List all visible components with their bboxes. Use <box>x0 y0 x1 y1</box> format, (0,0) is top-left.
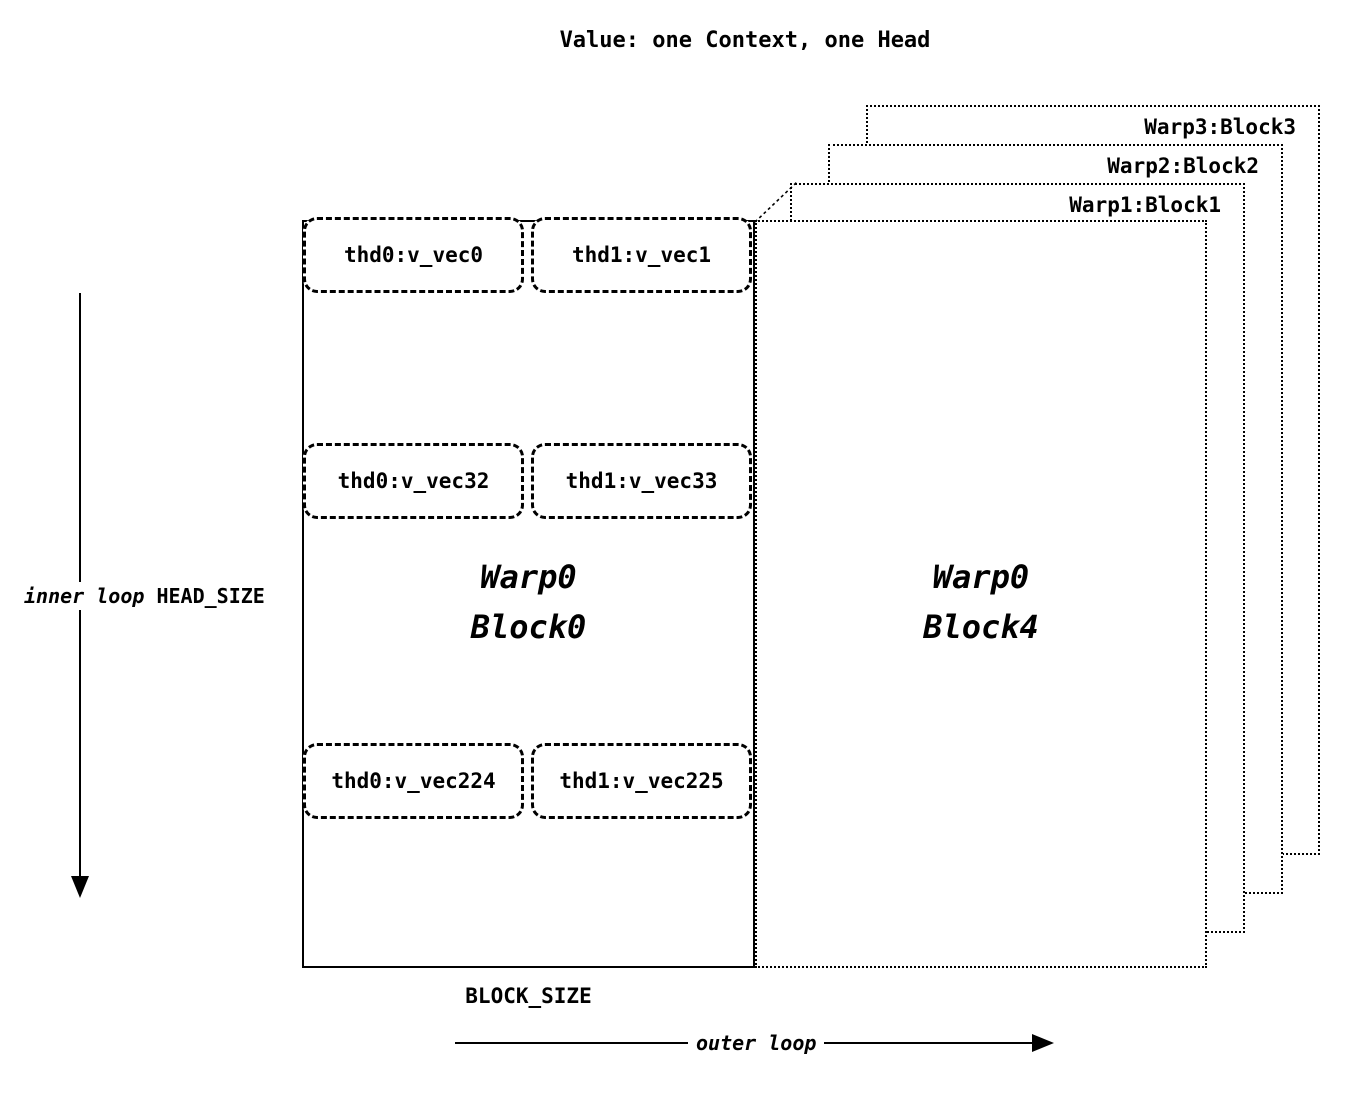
vec-cell-thd1-v-vec225: thd1:v_vec225 <box>531 743 752 819</box>
warp2-block2-label: Warp2:Block2 <box>1107 154 1259 178</box>
inner-loop-arrowhead-icon <box>71 876 89 898</box>
warp0-block0-label-line2: Block0 <box>470 608 587 646</box>
vec-cell-thd0-v-vec224: thd0:v_vec224 <box>303 743 524 819</box>
vec-cell-thd1-v-vec33: thd1:v_vec33 <box>531 443 752 519</box>
warp0-block4-box: Warp0 Block4 <box>755 220 1207 968</box>
warp1-block1-label: Warp1:Block1 <box>1069 193 1221 217</box>
warp0-block0-box: Warp0 Block0 <box>302 220 755 968</box>
stack-diagonal-connector <box>754 181 798 223</box>
outer-loop-label: outer loop <box>688 1031 825 1055</box>
inner-loop-head-size-label: inner loop HEAD_SIZE <box>20 582 269 610</box>
block-size-label: BLOCK_SIZE <box>465 984 592 1008</box>
head-size-text: HEAD_SIZE <box>156 584 265 608</box>
warp0-block4-label: Warp0 Block4 <box>757 552 1205 652</box>
vec-cell-thd0-v-vec0: thd0:v_vec0 <box>303 217 524 293</box>
warp0-block0-label-line1: Warp0 <box>480 558 577 596</box>
warp0-block0-label: Warp0 Block0 <box>304 552 753 652</box>
outer-loop-arrowhead-icon <box>1032 1034 1054 1052</box>
warp3-block3-label: Warp3:Block3 <box>1144 115 1296 139</box>
diagram-title: Value: one Context, one Head <box>559 28 931 53</box>
vec-cell-thd1-v-vec1: thd1:v_vec1 <box>531 217 752 293</box>
vec-cell-thd0-v-vec32: thd0:v_vec32 <box>303 443 524 519</box>
inner-loop-text: inner loop <box>24 584 145 608</box>
warp0-block4-label-line1: Warp0 <box>932 558 1030 596</box>
warp0-block4-label-line2: Block4 <box>923 608 1039 646</box>
